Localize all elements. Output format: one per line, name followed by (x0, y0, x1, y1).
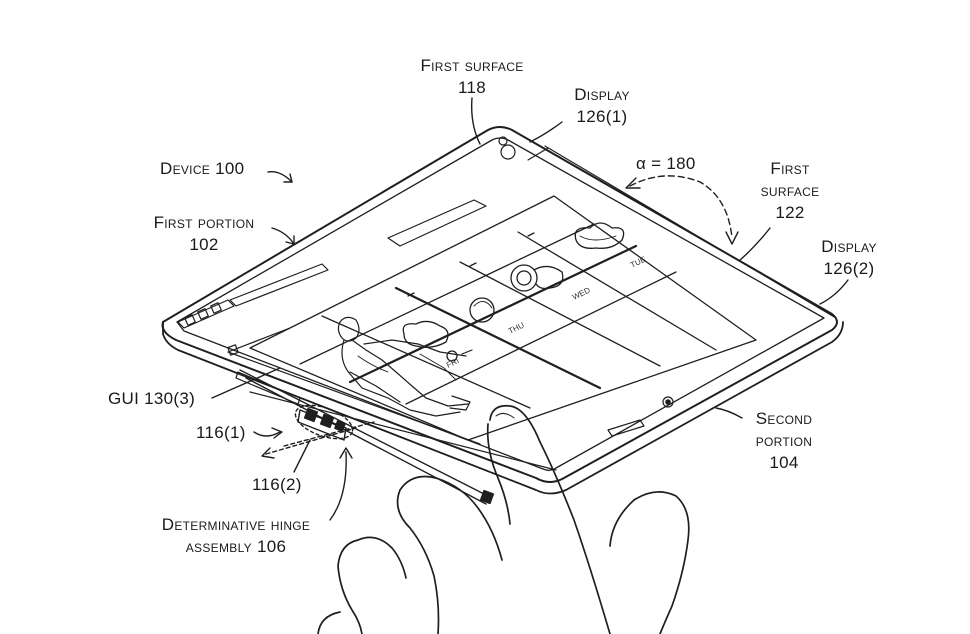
hinge-assembly (239, 369, 495, 505)
label-alpha: α = 180 (636, 153, 696, 175)
label-display-126-1-line1: Display (574, 85, 630, 104)
label-first-surface-118-line2: 118 (457, 78, 486, 97)
label-first-portion-102-line2: 102 (189, 235, 219, 254)
label-display-126-2-line2: 126(2) (823, 259, 875, 278)
label-first-portion-102: First portion 102 (138, 212, 270, 256)
label-first-surface-122-line3: 122 (775, 203, 805, 222)
day-label-wed: WED (571, 285, 592, 301)
label-116-1-text: 116(1) (196, 423, 246, 442)
label-second-portion-104-line3: 104 (769, 453, 799, 472)
second-display (227, 327, 674, 471)
label-device-100-text: Device 100 (160, 159, 245, 178)
label-first-surface-122-line1: First (770, 159, 810, 178)
label-116-1: 116(1) (196, 422, 246, 444)
label-display-126-2: Display 126(2) (804, 236, 894, 280)
label-second-portion-104-line1: Second (755, 409, 813, 428)
leader-lines (211, 97, 849, 521)
label-first-surface-118: First surface 118 (402, 55, 542, 99)
weather-gui-grid: TUE WED THU FRI (249, 195, 757, 441)
label-first-portion-102-line1: First portion (153, 213, 255, 232)
day-label-tue: TUE (629, 255, 647, 270)
person-figure (337, 316, 473, 417)
label-second-portion-104-line2: portion (755, 431, 813, 450)
label-116-2-text: 116(2) (252, 475, 302, 494)
label-device-100: Device 100 (160, 158, 244, 180)
day-label-thu: THU (507, 320, 526, 335)
label-first-surface-122: First surface 122 (740, 158, 840, 224)
label-display-126-1: Display 126(1) (552, 84, 652, 128)
hand-drawing (317, 404, 690, 634)
label-second-portion-104: Second portion 104 (738, 408, 830, 474)
label-hinge-assembly-106: Determinative hinge assembly 106 (138, 514, 334, 558)
label-hinge-assembly-106-line2: assembly 106 (185, 537, 287, 556)
first-display (177, 136, 549, 329)
label-first-surface-122-line2: surface (760, 181, 820, 200)
label-display-126-1-line2: 126(1) (576, 107, 628, 126)
label-hinge-assembly-106-line1: Determinative hinge (161, 515, 311, 534)
label-first-surface-118-line1: First surface (420, 56, 524, 75)
label-gui-130-3: GUI 130(3) (108, 388, 195, 410)
label-alpha-text: α = 180 (636, 154, 696, 173)
label-gui-130-3-text: GUI 130(3) (108, 389, 196, 408)
device-body (161, 126, 844, 495)
label-116-2: 116(2) (252, 474, 302, 496)
label-display-126-2-line1: Display (821, 237, 877, 256)
